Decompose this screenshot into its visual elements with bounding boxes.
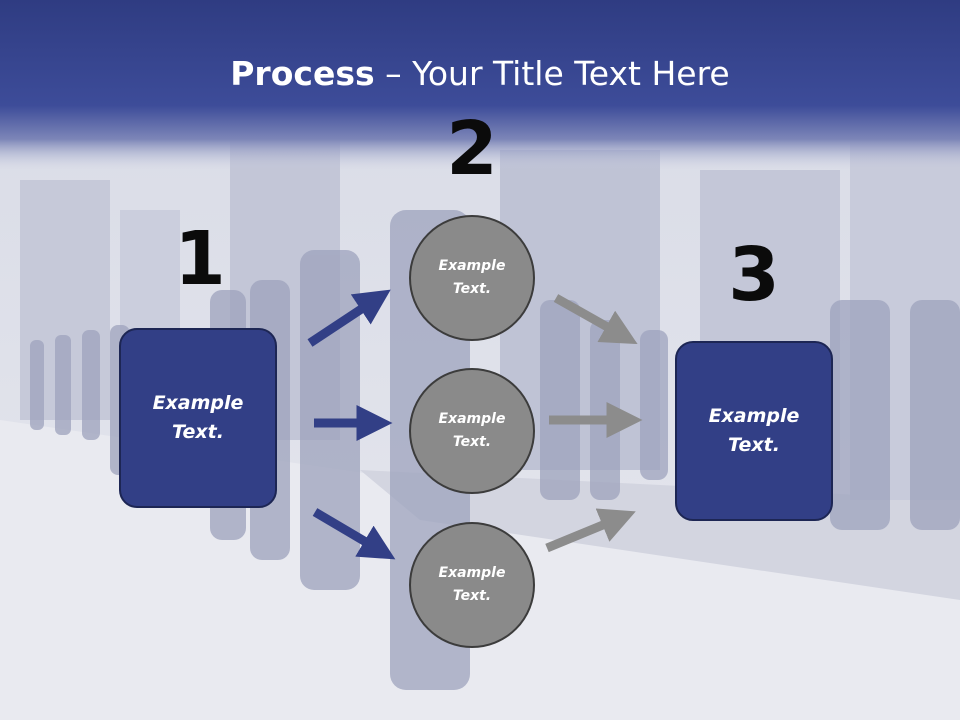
arrow-to-circle-top (307, 289, 391, 347)
slide-title: Process – Your Title Text Here (0, 52, 960, 96)
arrow-from-circle-top (553, 294, 638, 345)
step-number-3: 3 (728, 232, 780, 318)
step-3-text: Example Text. (708, 405, 800, 456)
step-3-box: Example Text. (675, 341, 833, 521)
step-number-2: 2 (446, 106, 498, 192)
arrow-to-circle-bottom (312, 508, 396, 560)
circle-top: Example Text. (409, 215, 535, 341)
circle-bottom-text: Example Text. (438, 565, 506, 604)
title-rest: – Your Title Text Here (374, 54, 730, 93)
circle-middle: Example Text. (409, 368, 535, 494)
step-1-text: Example Text. (152, 392, 244, 443)
circle-bottom: Example Text. (409, 522, 535, 648)
step-1-box: Example Text. (119, 328, 277, 508)
circle-middle-text: Example Text. (438, 411, 506, 450)
step-number-1: 1 (174, 216, 226, 302)
title-bold: Process (230, 54, 375, 93)
arrow-from-circle-bottom (545, 508, 636, 553)
circle-top-text: Example Text. (438, 258, 506, 297)
